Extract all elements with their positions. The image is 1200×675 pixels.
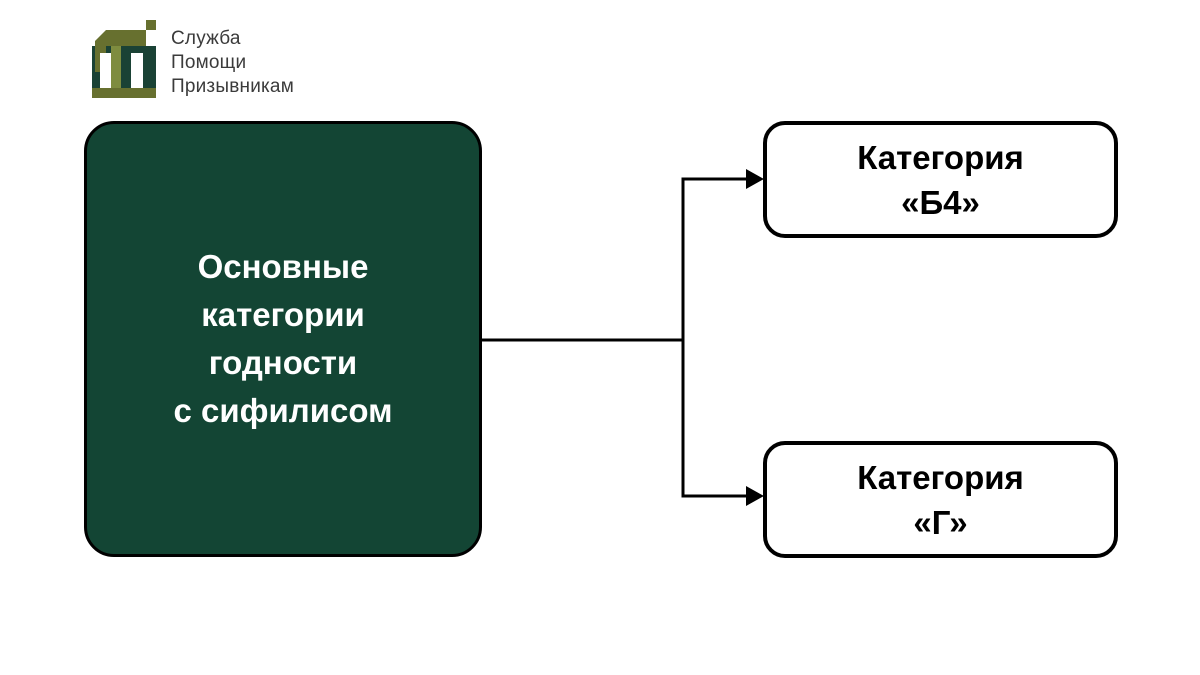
node-main-fitness-categories: Основные категории годности с сифилисом <box>84 121 482 557</box>
node-label-line: годности <box>208 344 358 381</box>
logo-text-line: Помощи <box>171 52 247 73</box>
logo-text: Служба Помощи Призывникам <box>171 20 294 99</box>
node-category-g: Категория «Г» <box>763 441 1118 558</box>
logo: Служба Помощи Призывникам <box>92 20 294 99</box>
logo-text-line: Служба <box>171 28 241 49</box>
node-label-line: с сифилисом <box>173 392 393 429</box>
logo-building-monogram-icon <box>92 20 156 98</box>
node-label-line: Категория <box>857 458 1024 496</box>
node-label-line: «Б4» <box>901 183 980 221</box>
connector-line-bottom <box>681 340 748 498</box>
arrowhead-top-icon <box>746 169 764 189</box>
arrowhead-bottom-icon <box>746 486 764 506</box>
node-label-line: Категория <box>857 138 1024 176</box>
logo-text-line: Призывникам <box>171 76 294 97</box>
node-category-b4: Категория «Б4» <box>763 121 1118 238</box>
node-label-line: «Г» <box>913 503 968 541</box>
node-label-line: Основные <box>197 248 369 285</box>
connector-line-top <box>482 177 748 342</box>
node-label-line: категории <box>201 296 365 333</box>
